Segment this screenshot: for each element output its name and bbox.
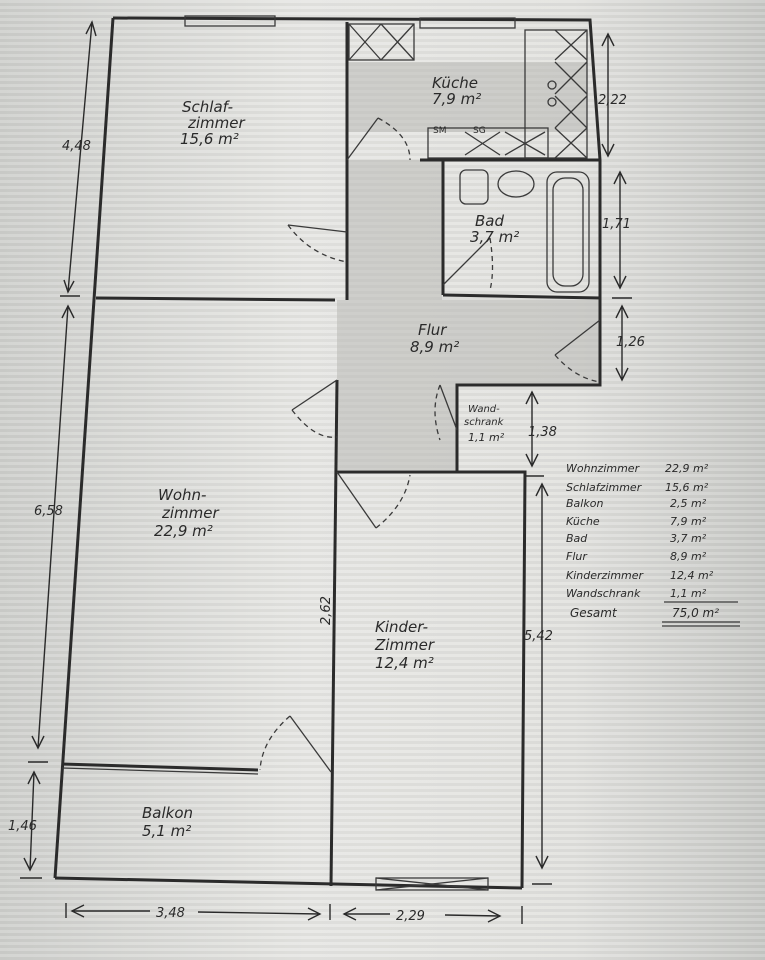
area-row-value: 1,1 m² bbox=[670, 587, 707, 600]
window-kinder bbox=[375, 877, 489, 891]
area-total-label: Gesamt bbox=[570, 606, 618, 620]
fixture-sg-label: SG bbox=[473, 126, 486, 136]
room-kinder-name-1: Kinder- bbox=[375, 618, 428, 636]
wall-wohn-kinder bbox=[329, 379, 339, 887]
room-kueche-area: 7,9 m² bbox=[432, 90, 481, 108]
dimension-lines bbox=[20, 20, 632, 924]
kitchen-cabinets bbox=[348, 23, 588, 159]
kitchen-floor-hatch bbox=[347, 62, 587, 132]
room-bad-area: 3,7 m² bbox=[470, 228, 519, 246]
dim-right-kueche: 2,22 bbox=[598, 93, 627, 108]
room-wandschrank-name-2: schrank bbox=[464, 417, 505, 428]
area-total-value: 75,0 m² bbox=[672, 606, 719, 620]
room-schlaf-area: 15,6 m² bbox=[180, 130, 239, 148]
dim-right-flur: 1,26 bbox=[616, 335, 645, 350]
area-row-label: Wandschrank bbox=[566, 587, 641, 600]
dim-kinder: 5,42 bbox=[524, 629, 553, 644]
area-row-label: Flur bbox=[566, 550, 588, 563]
wall-bad-bottom bbox=[442, 293, 601, 300]
outer-wall-right bbox=[112, 16, 602, 889]
dim-right-bad: 1,71 bbox=[602, 217, 631, 232]
hall-floor-hatch bbox=[347, 160, 442, 300]
room-kinder-area: 12,4 m² bbox=[375, 654, 434, 672]
dim-left-top: 4,48 bbox=[62, 139, 91, 154]
outer-wall-bottom bbox=[54, 876, 523, 890]
fixture-sm-label: SM bbox=[433, 126, 446, 136]
wall-balkon bbox=[61, 762, 259, 772]
room-kinder-name-2: Zimmer bbox=[374, 636, 435, 654]
area-row-label: Kinderzimmer bbox=[566, 569, 645, 582]
room-wohn-name-2: zimmer bbox=[161, 504, 219, 522]
area-row-value: 3,7 m² bbox=[670, 532, 707, 545]
room-flur-area: 8,9 m² bbox=[410, 338, 459, 356]
room-kueche-name: Küche bbox=[432, 74, 478, 92]
room-wohn-name-1: Wohn- bbox=[158, 486, 206, 504]
room-schlaf-name-2: zimmer bbox=[187, 114, 245, 132]
area-row-value: 15,6 m² bbox=[665, 481, 709, 494]
dim-left-bottom: 1,46 bbox=[8, 819, 37, 834]
room-balkon-area: 5,1 m² bbox=[142, 822, 191, 840]
area-row-label: Küche bbox=[566, 515, 600, 528]
dim-bottom-left: 3,48 bbox=[156, 906, 185, 921]
outer-wall-left bbox=[53, 17, 115, 879]
area-row-value: 8,9 m² bbox=[670, 550, 707, 563]
wall-schlaf-wohn bbox=[95, 296, 336, 302]
room-wohn-area: 22,9 m² bbox=[154, 522, 213, 540]
door-swings bbox=[259, 117, 601, 773]
room-balkon-name: Balkon bbox=[142, 804, 193, 822]
hall-floor-hatch-2 bbox=[337, 300, 600, 384]
window-schlaf bbox=[184, 15, 276, 27]
area-row-label: Schlafzimmer bbox=[566, 481, 643, 494]
wall-balkon-inner bbox=[61, 767, 259, 775]
room-wandschrank-area: 1,1 m² bbox=[468, 431, 505, 444]
bathroom-fixtures bbox=[459, 169, 590, 293]
area-row-value: 7,9 m² bbox=[670, 515, 707, 528]
area-row-value: 2,5 m² bbox=[670, 497, 707, 510]
window-kueche bbox=[419, 17, 516, 29]
area-row-value: 22,9 m² bbox=[665, 462, 709, 475]
area-table: Wohnzimmer 22,9 m² Schlafzimmer 15,6 m² … bbox=[566, 462, 740, 627]
dim-wandschrank: 1,38 bbox=[528, 425, 557, 440]
window-cross-2 bbox=[375, 877, 489, 891]
hall-floor-hatch-3 bbox=[337, 384, 457, 470]
dim-inner-wall: 2,62 bbox=[319, 596, 334, 625]
room-wandschrank-name-1: Wand- bbox=[468, 404, 500, 415]
area-row-value: 12,4 m² bbox=[670, 569, 714, 582]
dim-left-mid: 6,58 bbox=[34, 504, 63, 519]
dim-bottom-right: 2,29 bbox=[396, 909, 425, 924]
room-flur-name: Flur bbox=[418, 321, 447, 339]
area-row-label: Wohnzimmer bbox=[566, 462, 641, 475]
area-row-label: Bad bbox=[566, 532, 588, 545]
room-bad-name: Bad bbox=[475, 212, 504, 230]
area-row-label: Balkon bbox=[566, 497, 603, 510]
room-schlaf-name-1: Schlaf- bbox=[182, 98, 233, 116]
